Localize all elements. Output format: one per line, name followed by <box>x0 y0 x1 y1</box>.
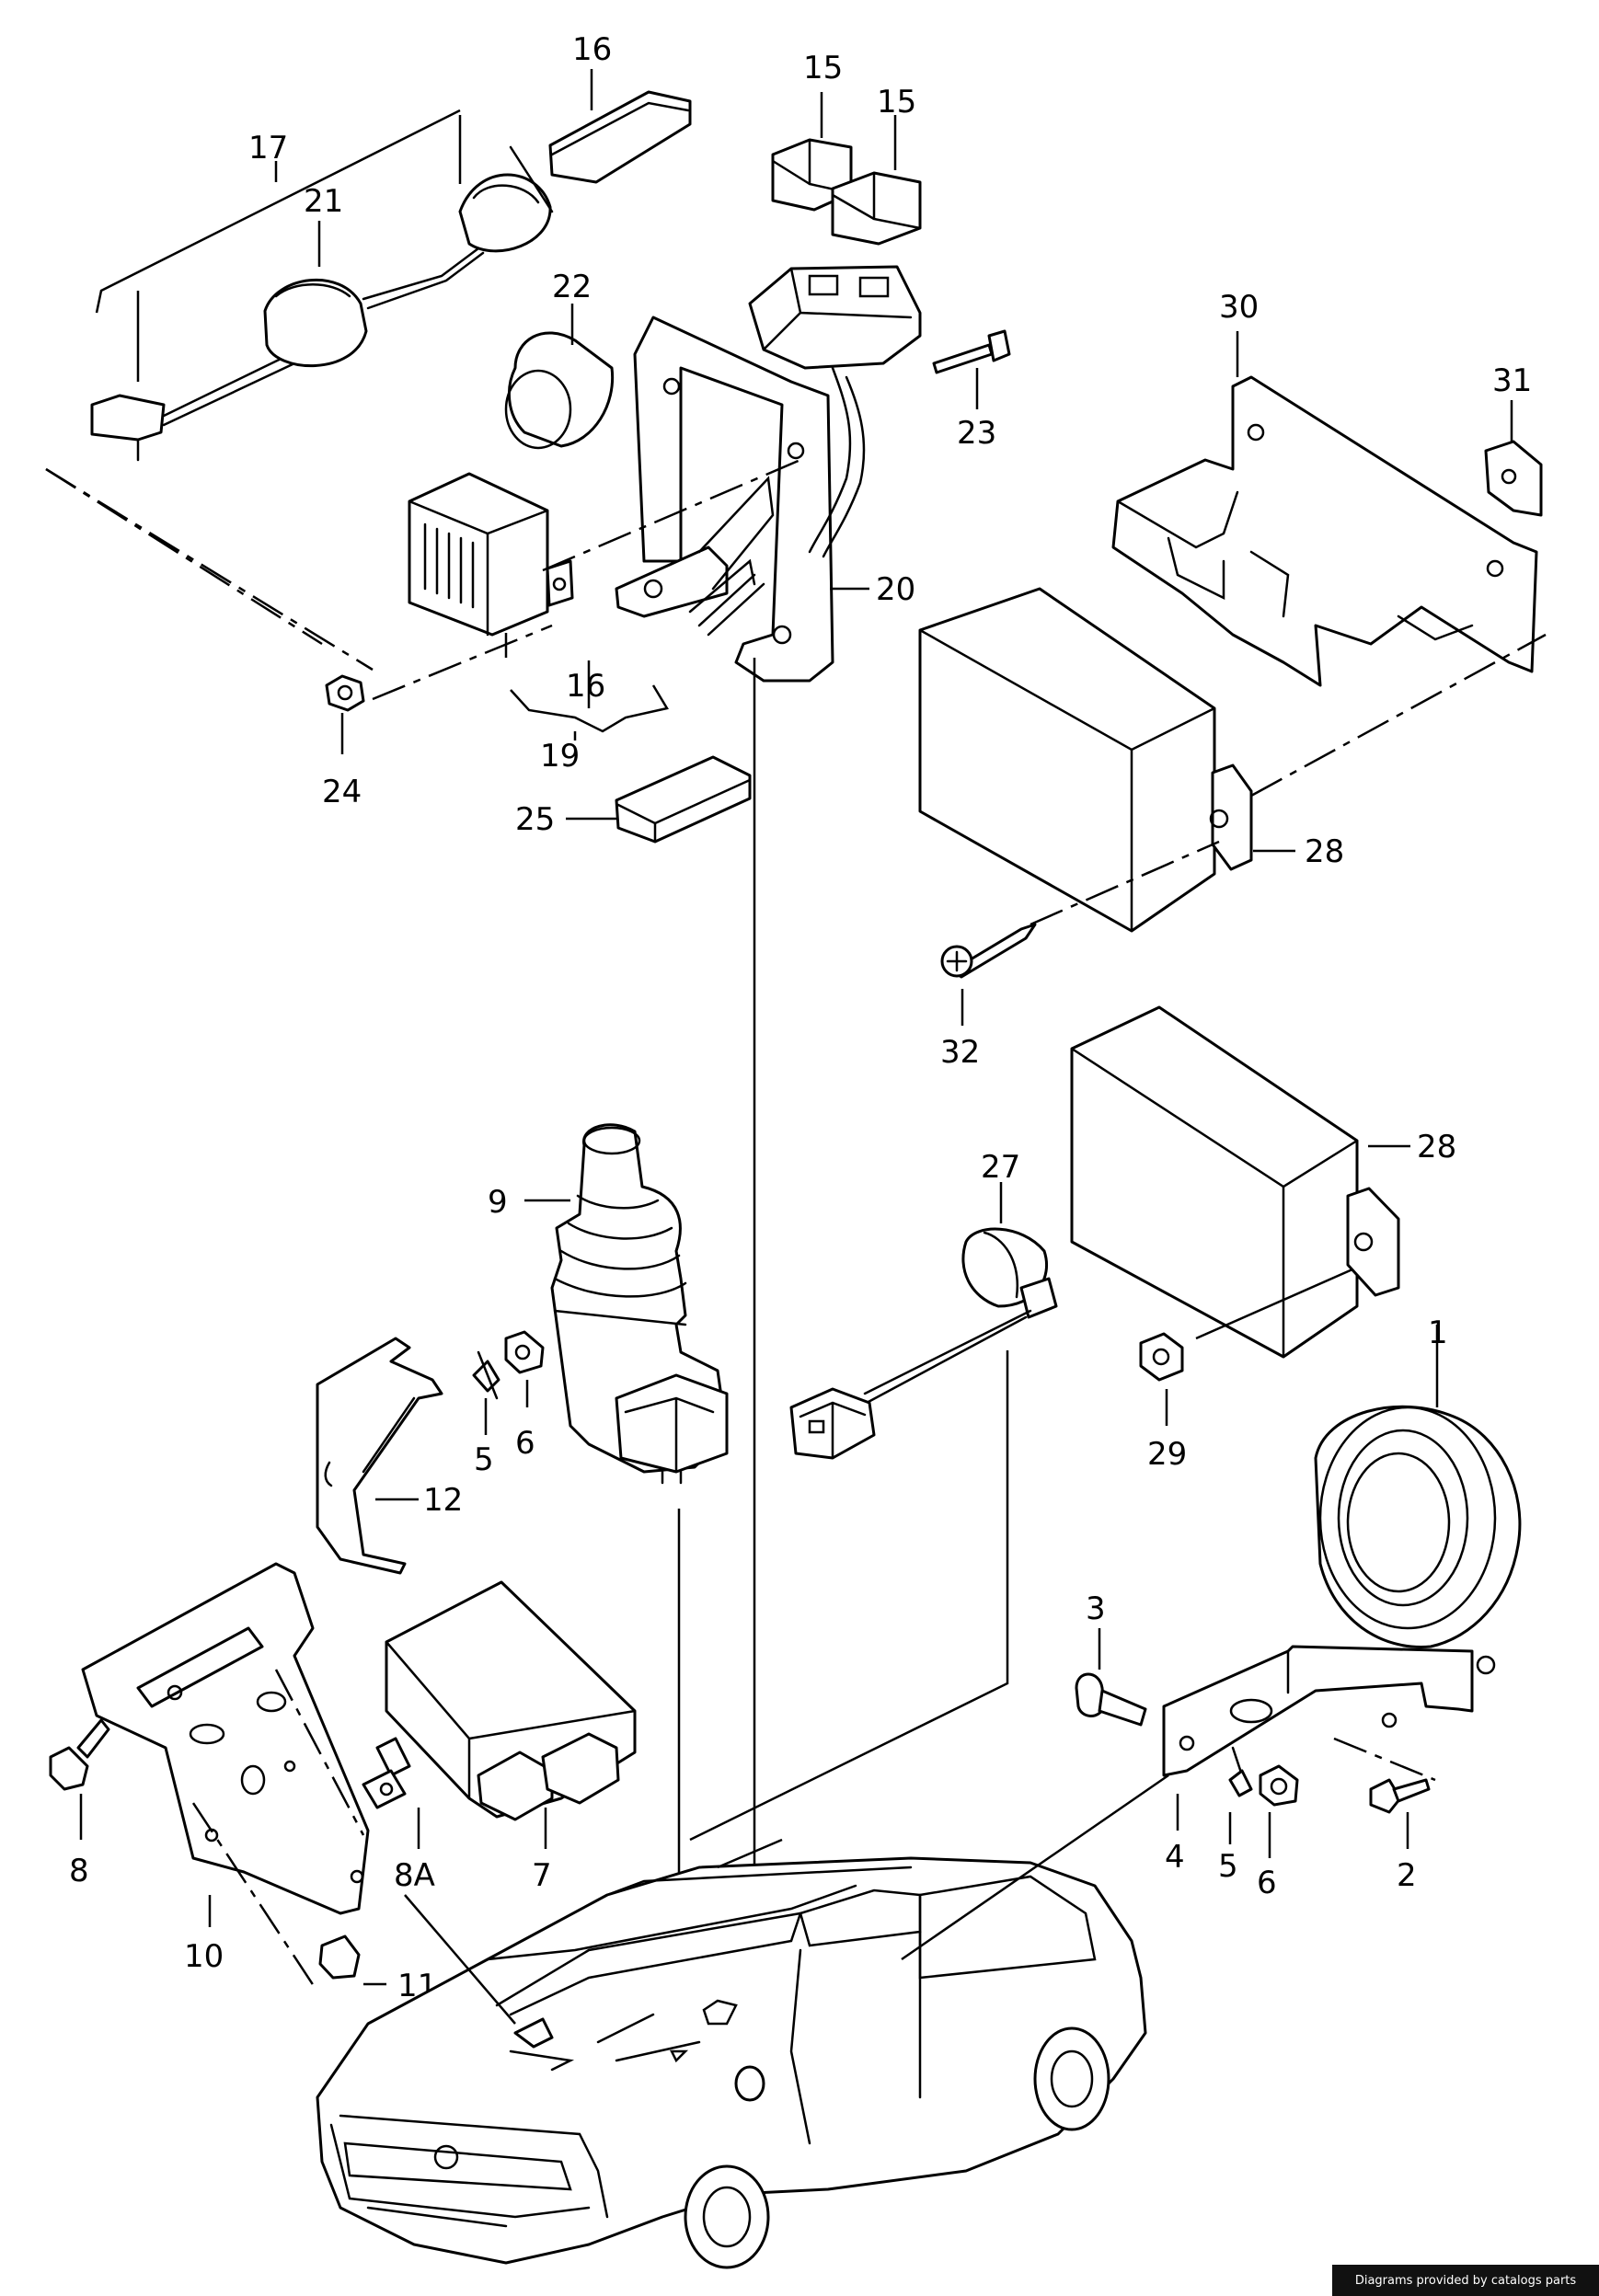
callout-19: 19 <box>540 738 580 775</box>
callout-6-left: 6 <box>515 1425 535 1462</box>
callout-28-upper: 28 <box>1305 833 1344 870</box>
screw-23: 23 <box>932 329 1011 452</box>
callout-15-b: 15 <box>877 84 916 121</box>
callout-23: 23 <box>957 415 996 452</box>
callout-5-right: 5 <box>1218 1848 1238 1885</box>
washer-nut-left: 5 6 <box>472 1330 545 1478</box>
cable-harness-17: 17 21 <box>90 109 554 462</box>
bolt-2: 2 <box>1333 1737 1436 1894</box>
screw-32: 32 <box>940 923 1037 1071</box>
nut-24: 24 <box>322 674 365 810</box>
callout-24: 24 <box>322 774 362 810</box>
callout-15-a: 15 <box>803 50 843 86</box>
relay-19: 16 19 <box>408 472 669 775</box>
control-unit-28-upper: 28 <box>918 587 1344 933</box>
cover-12: 12 <box>316 1337 463 1575</box>
callout-22: 22 <box>552 269 592 305</box>
callout-4: 4 <box>1165 1839 1185 1876</box>
control-unit-28-lower: 28 <box>1070 1005 1456 1359</box>
callout-5-left: 5 <box>474 1441 494 1478</box>
callout-20: 20 <box>876 571 915 608</box>
callout-9: 9 <box>488 1184 508 1221</box>
relay-cap-16: 16 <box>548 31 692 184</box>
callout-8A: 8A <box>394 1857 435 1894</box>
screw-8: 8 <box>49 1718 110 1889</box>
mounting-bracket-30: 30 <box>1111 289 1538 687</box>
clip-11: 11 <box>318 1934 437 2004</box>
horn-1: 1 <box>1314 1314 1522 1648</box>
callout-32: 32 <box>940 1034 980 1071</box>
callout-31: 31 <box>1492 362 1532 399</box>
bracket-10: 10 <box>81 1562 370 1975</box>
callout-25: 25 <box>515 801 555 838</box>
callout-27: 27 <box>981 1149 1020 1186</box>
callout-2: 2 <box>1397 1857 1417 1894</box>
relays-15: 15 15 <box>771 50 922 246</box>
callout-28-lower: 28 <box>1417 1129 1456 1165</box>
vehicle-outline <box>316 1856 1147 2269</box>
bolt-3: 3 <box>1075 1590 1147 1727</box>
sensor-27: 27 <box>689 1149 1058 1842</box>
callout-1: 1 <box>1428 1314 1448 1351</box>
assembly-line-left <box>45 467 374 672</box>
callout-30: 30 <box>1219 289 1259 326</box>
horn-bracket-4: 4 <box>1162 1645 1496 1876</box>
callout-7: 7 <box>532 1857 552 1894</box>
callout-17: 17 <box>248 130 288 166</box>
clip-31: 31 <box>1484 362 1543 517</box>
callout-6-right: 6 <box>1257 1865 1277 1901</box>
washer-nut-right: 5 6 <box>1218 1746 1299 1901</box>
relay-carrier-20: 20 <box>615 265 922 683</box>
switch-9: 9 <box>488 1123 729 1485</box>
callout-16-mid: 16 <box>566 668 605 705</box>
pad-25: 25 <box>515 755 752 844</box>
callout-12: 12 <box>423 1482 463 1519</box>
callout-10: 10 <box>184 1938 224 1975</box>
callout-21: 21 <box>304 183 343 220</box>
callout-8: 8 <box>69 1853 89 1889</box>
callout-16-top: 16 <box>572 31 612 68</box>
grommet-22: 22 <box>504 269 615 450</box>
credit-banner: Diagrams provided by catalogs parts <box>1332 2265 1599 2296</box>
callout-29: 29 <box>1147 1436 1187 1473</box>
control-unit-7: 7 8A <box>362 1580 637 1894</box>
nut-29: 29 <box>1139 1332 1187 1473</box>
callout-3: 3 <box>1086 1590 1106 1627</box>
